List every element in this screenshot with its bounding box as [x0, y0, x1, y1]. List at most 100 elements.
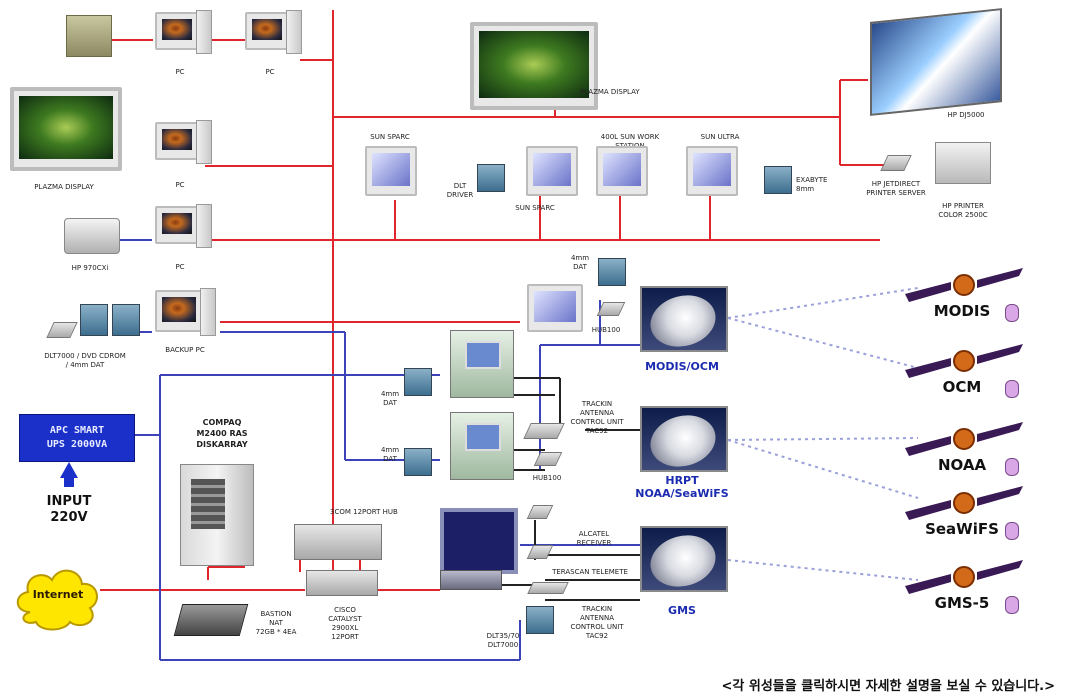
hrpt-receiver-pc [450, 412, 514, 480]
alcatel-label: ALCATEL RECEIVER [576, 530, 612, 547]
satellite-noaa-icon[interactable] [905, 422, 1023, 456]
satellite-label[interactable]: SeaWiFS [925, 520, 999, 538]
hp-printer-device [935, 142, 991, 184]
satellite-ocm-icon[interactable] [905, 344, 1023, 378]
gms-dish[interactable] [640, 526, 728, 592]
pc3-label: PC [175, 181, 185, 189]
modis-receiver-pc [450, 330, 514, 398]
pc1-monitor [155, 12, 199, 50]
hp-jetdirect-label: HP JETDIRECT PRINTER SERVER [866, 180, 926, 197]
dat-4mm-mid1-label: 4mm DAT [380, 390, 400, 407]
plazma-display-top-label: PLAZMA DISPLAY [580, 88, 640, 96]
satellite-gms-5-icon[interactable] [905, 560, 1023, 594]
cisco-label: CISCO CATALYST 2900XL 12PORT [328, 606, 362, 641]
plazma-display-left [10, 87, 122, 171]
compaq-diskarray [180, 464, 254, 566]
backup-pc-monitor [155, 290, 203, 332]
dat-4mm-mid2-label: 4mm DAT [380, 446, 400, 463]
mouse-icon [1005, 596, 1019, 614]
satellite-label[interactable]: NOAA [937, 456, 987, 474]
hub100-mid-label: HUB100 [532, 474, 562, 482]
plazma-display-top [470, 22, 598, 110]
hp-970cxi-label: HP 970CXi [71, 264, 109, 272]
hp-970cxi-printer [64, 218, 120, 254]
sun-ultra-label: SUN ULTRA [700, 133, 740, 141]
tracking-antenna-1-label: TRACKIN ANTENNA CONTROL UNIT TAC92 [570, 400, 624, 435]
pc1-label: PC [175, 68, 185, 76]
dvd-cdrom-device [112, 304, 140, 336]
satellite-label[interactable]: OCM [942, 378, 982, 396]
ups-line1: APC SMART [49, 425, 105, 436]
dlt-backup-label: DLT7000 / DVD CDROM / 4mm DAT [44, 352, 126, 369]
backup-pc-tower [200, 288, 216, 336]
hp-dj5000-printer [870, 8, 1002, 116]
input-arrow-stem [64, 477, 74, 487]
mouse-icon [1005, 304, 1019, 322]
terascan-workstation-base [440, 570, 502, 590]
dat-4mm-top-device [598, 258, 626, 286]
satellite-label[interactable]: MODIS [933, 302, 991, 320]
mouse-icon [1005, 458, 1019, 476]
pc2-monitor [245, 12, 289, 50]
hub-3com-label: 3COM 12PORT HUB [330, 508, 398, 516]
pc4-tower [196, 204, 212, 248]
sun-ultra-monitor [686, 146, 738, 196]
input-arrow-icon [60, 462, 78, 478]
caption-text: <각 위성들을 클릭하시면 자세한 설명을 보실 수 있습니다.> [721, 679, 1056, 694]
hub-3com-device [294, 524, 382, 560]
pc2-tower [286, 10, 302, 54]
tracking-antenna-2-label: TRACKIN ANTENNA CONTROL UNIT TAC92 [570, 605, 624, 640]
mouse-icon [1005, 522, 1019, 540]
gms-station-label: GMS [668, 604, 696, 617]
hp-dj5000-label: HP DJ5000 [947, 111, 985, 119]
plazma-display-left-label: PLAZMA DISPLAY [34, 183, 94, 191]
red-network-lines [100, 10, 885, 591]
dat-4mm-mid2-device [404, 448, 432, 476]
mouse-icon [1005, 380, 1019, 398]
dlt-drives-label: DLT35/70 DLT7000 [486, 632, 520, 649]
satellite-modis-icon[interactable] [905, 268, 1023, 302]
bastion-server [173, 604, 249, 636]
scanner-device [66, 15, 112, 57]
satellite-seawifs-icon[interactable] [905, 486, 1023, 520]
blue-network-lines [95, 239, 640, 661]
compaq-label: COMPAQ M2400 RAS DISKARRAY [196, 418, 248, 449]
input-label: INPUT 220V [46, 494, 92, 525]
dat-4mm-top-label: 4mm DAT [570, 254, 590, 271]
internet-label: Internet [32, 588, 84, 601]
hrpt-station-label: HRPT NOAA/SeaWiFS [635, 474, 729, 500]
pc3-tower [196, 120, 212, 164]
exabyte-label: EXABYTE 8mm [796, 176, 828, 193]
dlt-driver-device [477, 164, 505, 192]
sun-sparc-bottom-label: SUN SPARC [515, 204, 555, 212]
modis-workstation-monitor [527, 284, 583, 332]
modis-ocm-station-label: MODIS/OCM [645, 360, 719, 373]
ups-box: APC SMART UPS 2000VA [19, 414, 135, 462]
sun-sparc-top-monitor [365, 146, 417, 196]
sun-sparc-bottom-monitor [526, 146, 578, 196]
pc2-label: PC [265, 68, 275, 76]
sun-workstation-monitor [596, 146, 648, 196]
pc1-tower [196, 10, 212, 54]
pc4-label: PC [175, 263, 185, 271]
internet-cloud-icon [16, 569, 98, 631]
pc4-monitor [155, 206, 199, 244]
bastion-label: BASTION NAT 72GB * 4EA [255, 610, 297, 636]
cisco-switch-device [306, 570, 378, 596]
backup-pc-label: BACKUP PC [165, 346, 205, 354]
hrpt-dish[interactable] [640, 406, 728, 472]
dlt7000-device [80, 304, 108, 336]
terascan-label: TERASCAN TELEMETE [552, 568, 628, 576]
satellite-beams [727, 287, 919, 581]
sun-sparc-top-label: SUN SPARC [370, 133, 410, 141]
modis-ocm-dish[interactable] [640, 286, 728, 352]
dlt-drives-device [526, 606, 554, 634]
ups-line2: UPS 2000VA [46, 439, 108, 450]
exabyte-device [764, 166, 792, 194]
pc3-monitor [155, 122, 199, 160]
satellite-label[interactable]: GMS-5 [934, 594, 990, 612]
hp-printer-label: HP PRINTER COLOR 2500C [938, 202, 988, 219]
terascan-unit [527, 582, 569, 594]
